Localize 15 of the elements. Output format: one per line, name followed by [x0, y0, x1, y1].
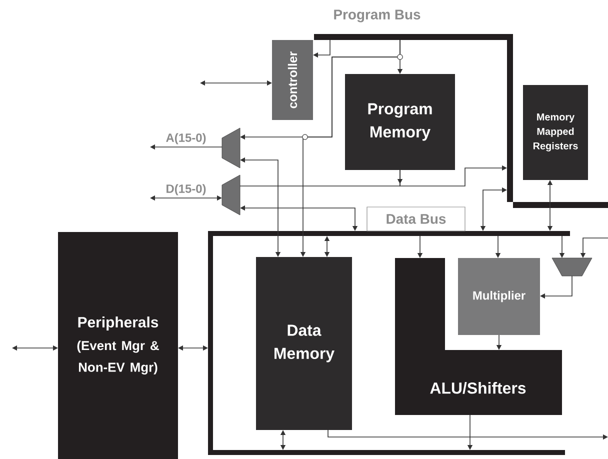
bus-label: Data Bus: [366, 206, 466, 232]
bus-bar: [213, 450, 565, 455]
memory-box: Data Memory: [256, 257, 352, 430]
controller-box: controller: [272, 40, 313, 120]
edge-label: D(15-0): [166, 184, 206, 196]
register-box: Memory Mapped Registers: [523, 85, 588, 180]
multiplexer: [552, 258, 592, 276]
peripherals-box: Peripherals (Event Mgr & Non-EV Mgr): [58, 232, 178, 459]
multiplier-box: Multiplier: [458, 258, 540, 335]
memory-box: Program Memory: [345, 74, 455, 170]
edge-label: A(15-0): [166, 133, 206, 144]
bus-bar: [507, 40, 513, 202]
bus-label: Program Bus: [334, 10, 420, 22]
multiplexer: [222, 128, 240, 168]
multiplexer: [222, 174, 240, 216]
